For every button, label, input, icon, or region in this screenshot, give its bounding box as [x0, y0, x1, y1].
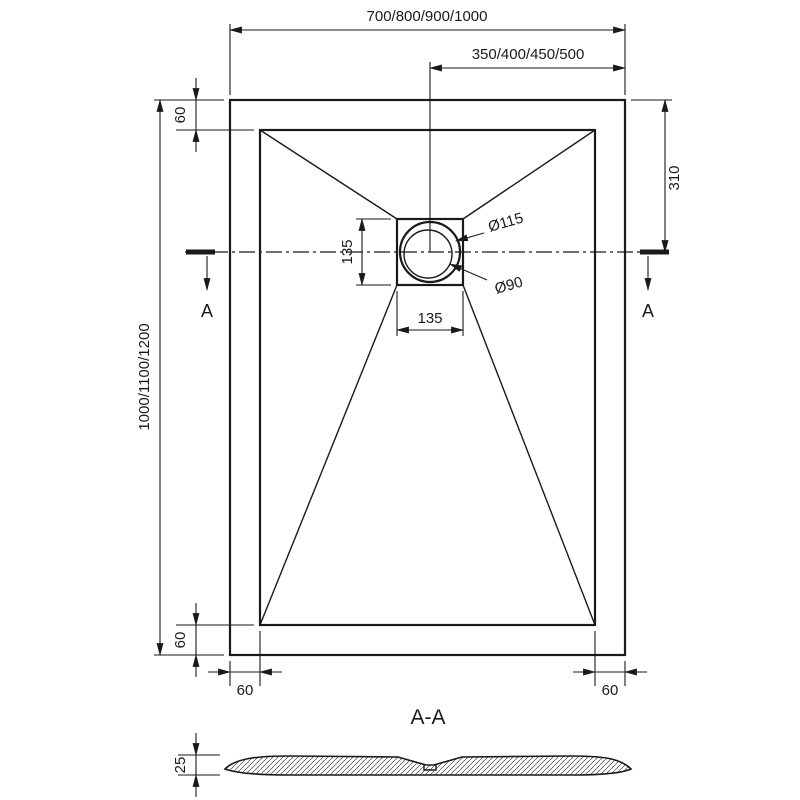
- callout-drain-outer-dia: Ø115: [454, 210, 525, 242]
- leader-line: [454, 232, 485, 242]
- section-drain-recess: [423, 765, 437, 771]
- dim-drain-offset-label: 310: [666, 165, 683, 190]
- dim-drain-width: 135: [395, 291, 465, 336]
- tray-inner-outline: [258, 128, 597, 627]
- slope-edge-top-right: [462, 129, 596, 220]
- drain-inner-dia-label: Ø90: [493, 274, 525, 298]
- dim-section-thickness: 25: [172, 733, 220, 797]
- dim-center-width: 350/400/450/500: [428, 46, 627, 252]
- drain-inner-circle: [403, 229, 453, 279]
- dim-drain-height: 135: [339, 217, 391, 287]
- tray-outer-outline: [228, 98, 627, 657]
- drain-outer-dia-label: Ø115: [486, 210, 525, 236]
- dim-drain-offset: 310: [631, 98, 683, 254]
- dim-section-thickness-label: 25: [172, 757, 189, 774]
- dim-margin-left-label: 60: [237, 682, 254, 699]
- dim-overall-width: 700/800/900/1000: [228, 8, 627, 95]
- dim-overall-height-label: 1000/1100/1200: [136, 323, 153, 430]
- dim-margin-top-label: 60: [172, 107, 189, 124]
- slope-edge-bottom-right: [462, 284, 596, 626]
- dim-drain-height-label: 135: [339, 239, 356, 264]
- dim-margin-left: 60: [208, 631, 282, 699]
- tray-section-profile: [223, 755, 633, 776]
- section-view: [223, 755, 633, 776]
- dim-margin-right-label: 60: [602, 682, 619, 699]
- dim-margin-right: 60: [573, 631, 647, 699]
- dim-overall-width-label: 700/800/900/1000: [367, 8, 488, 25]
- section-mark-left-label: A: [201, 301, 213, 321]
- section-title: A-A: [410, 706, 445, 729]
- callout-drain-inner-dia: Ø90: [449, 263, 525, 298]
- dim-margin-bottom-label: 60: [172, 632, 189, 649]
- leader-line: [449, 263, 488, 281]
- plan-view-outlines: [228, 98, 627, 657]
- section-mark-right-label: A: [642, 301, 654, 321]
- dim-margin-bottom: 60: [172, 603, 254, 677]
- dim-drain-width-label: 135: [417, 310, 442, 327]
- dim-center-width-label: 350/400/450/500: [472, 46, 585, 63]
- dim-overall-height: 1000/1100/1200: [136, 98, 224, 657]
- dim-margin-top: 60: [172, 78, 254, 152]
- slope-edge-bottom-left: [259, 284, 398, 626]
- slope-edge-top-left: [259, 129, 398, 220]
